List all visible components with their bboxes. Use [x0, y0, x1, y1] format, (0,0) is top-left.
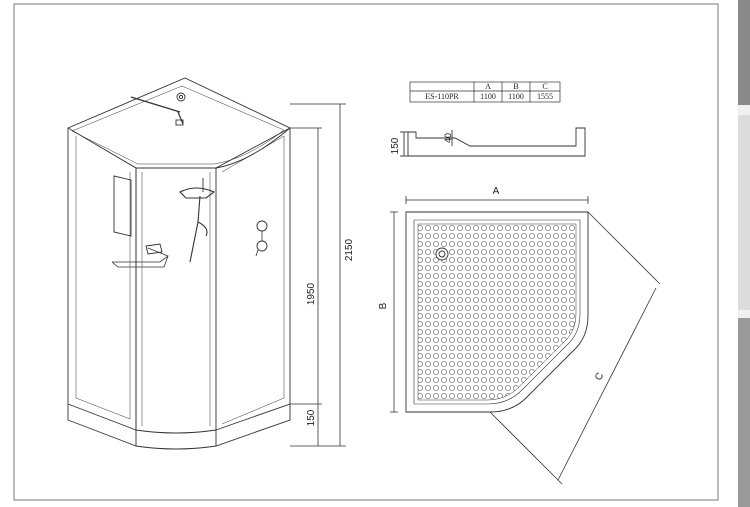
cabin-right-panel — [215, 127, 291, 431]
dim-base-height: 150 — [306, 409, 317, 426]
spec-model: ES-110PR — [425, 92, 459, 101]
mixer-tap-upper — [256, 220, 268, 232]
spec-table — [409, 81, 561, 103]
tray-dimension-lines — [390, 196, 661, 485]
dim-width-label: A — [493, 186, 500, 197]
cabin-dimension-lines — [290, 103, 346, 447]
roof-lamp — [176, 92, 186, 102]
cabin-shelf — [111, 247, 169, 268]
spec-value-b: 1100 — [508, 92, 524, 101]
cabin-front-door — [135, 168, 217, 434]
spec-header-a: A — [485, 82, 491, 91]
mixer-tap-lower — [256, 240, 268, 252]
cabin-base — [67, 404, 291, 450]
tray-antislip-surface — [417, 223, 577, 401]
tray-top-view — [405, 211, 589, 413]
side-strip-bottom — [738, 318, 750, 507]
dim-panel-height: 1950 — [306, 282, 317, 305]
shower-cabin-drawing — [67, 77, 291, 450]
side-strip-mid — [738, 115, 750, 310]
dim-tray-height: 150 — [390, 137, 401, 154]
side-strip — [738, 0, 750, 507]
sheet-border — [13, 3, 719, 501]
cabin-left-panel — [67, 128, 137, 431]
spec-value-c: 1555 — [537, 92, 553, 101]
tray-side-profile — [400, 127, 586, 157]
spec-header-b: B — [513, 82, 518, 91]
dim-total-height: 2150 — [344, 238, 355, 261]
spec-value-a: 1100 — [480, 92, 496, 101]
tray-drain — [435, 247, 449, 261]
cabin-roof — [67, 77, 291, 169]
cabin-mirror — [113, 175, 132, 237]
tray-outline — [405, 211, 589, 413]
rain-shower-arm — [130, 96, 184, 125]
dim-diagonal-label: C — [593, 371, 606, 383]
dim-tray-depth: 40 — [443, 133, 453, 143]
spec-header-c: C — [542, 82, 547, 91]
side-strip-top — [738, 0, 750, 105]
dim-depth-label: B — [378, 302, 389, 309]
tray-inner-rim — [413, 219, 581, 405]
hand-shower — [179, 187, 216, 263]
